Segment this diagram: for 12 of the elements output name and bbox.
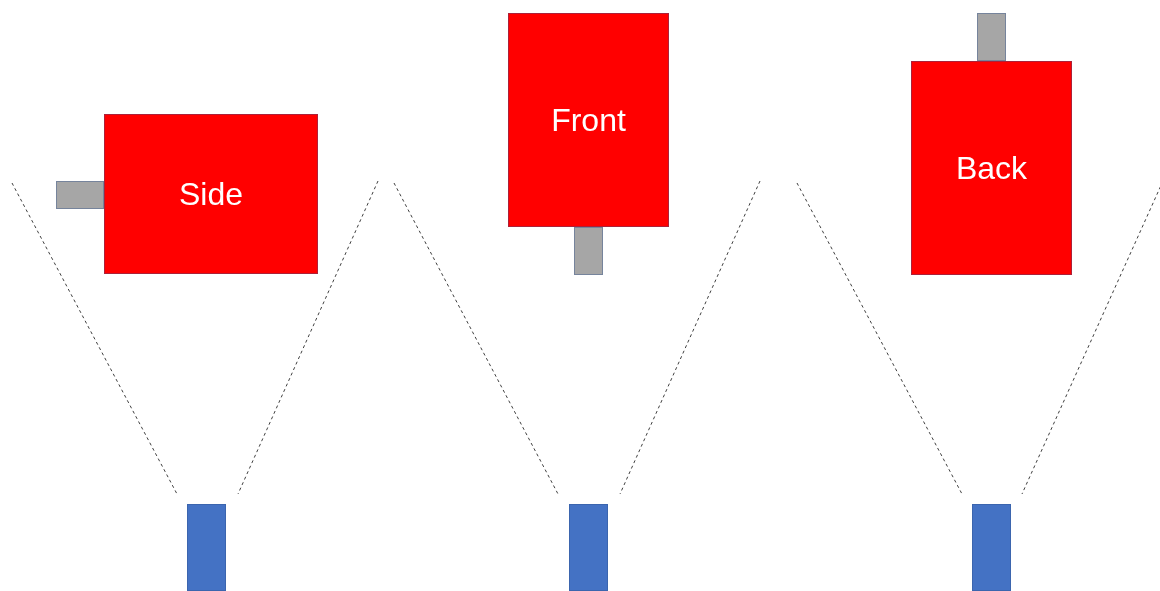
subject-box [508,13,669,227]
view-label: Side [178,178,243,210]
camera-block [569,504,608,591]
tab-block [56,181,104,209]
view-label: Back [955,152,1028,184]
camera-block [972,504,1011,591]
subject-box [911,61,1072,275]
view-label: Front [551,104,626,136]
subject-box [104,114,318,274]
tab-block [977,13,1006,61]
camera-block [187,504,226,591]
tab-block [574,227,603,275]
